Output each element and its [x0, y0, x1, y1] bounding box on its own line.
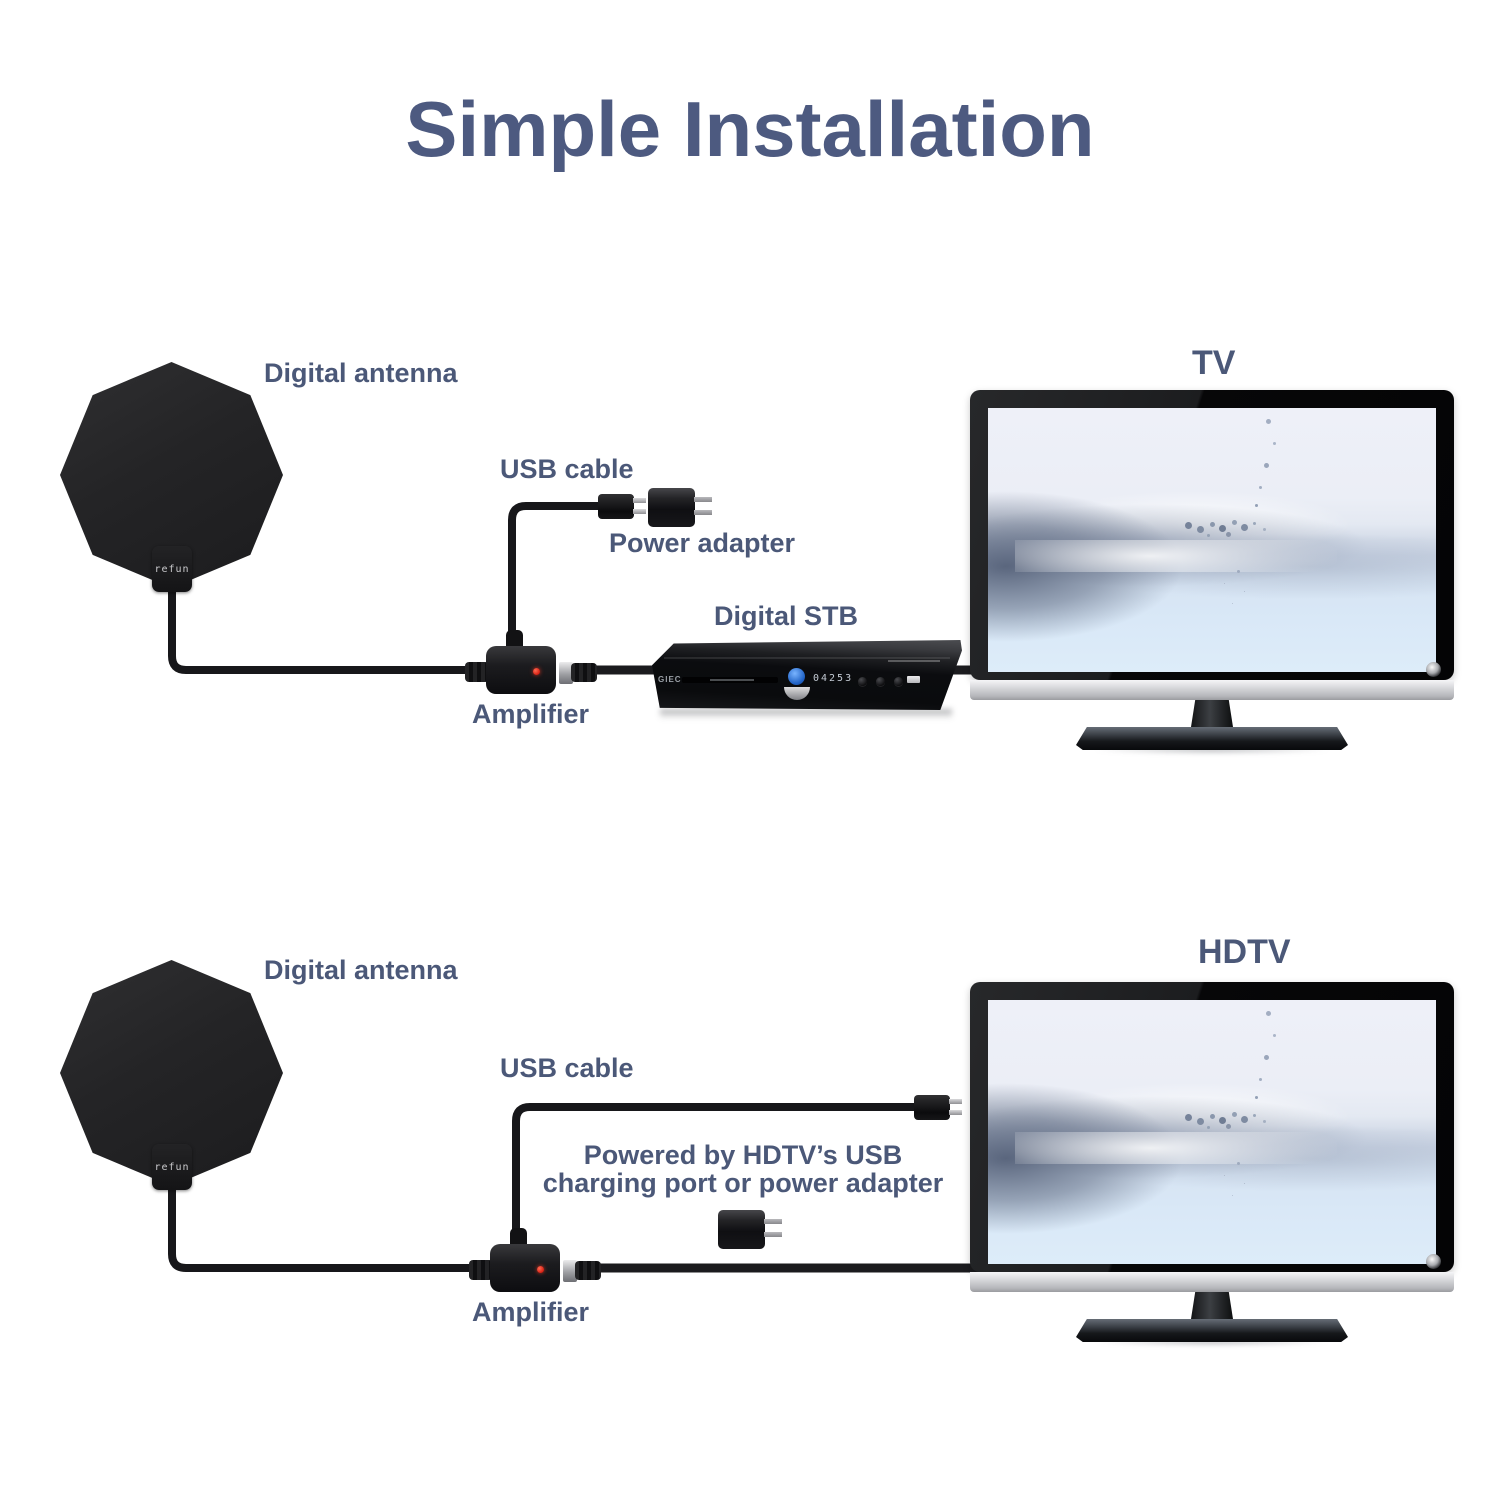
- usb-pin-icon: [949, 1110, 962, 1115]
- usb-pin-icon: [949, 1099, 962, 1104]
- amplifier-label-top: Amplifier: [472, 699, 590, 729]
- power-note: Powered by HDTV’s USB charging port or p…: [428, 1141, 1058, 1197]
- stb-button-icon: [876, 677, 885, 686]
- tv-stand-base: [1076, 1319, 1348, 1342]
- amp-connector-ring-icon: [559, 662, 573, 684]
- stb-reflection: [660, 709, 952, 719]
- tv-power-button-icon: [1426, 1254, 1441, 1269]
- digital-antenna-top: refun: [60, 360, 285, 594]
- amp-left-plug-icon: [469, 1260, 493, 1280]
- antenna-brand-tab: refun: [152, 546, 192, 592]
- antenna-label-bottom: Digital antenna: [264, 955, 458, 985]
- antenna-brand-tab: refun: [152, 1144, 192, 1190]
- amplifier-label-bottom: Amplifier: [472, 1297, 590, 1327]
- tv-top: [970, 390, 1454, 758]
- amp-right-plug-icon: [571, 663, 597, 682]
- hdtv-label: HDTV: [1198, 933, 1291, 971]
- usb-cable-top: [508, 502, 606, 656]
- usb-plug-body-icon: [914, 1095, 950, 1120]
- amp-connector-ring-icon: [563, 1260, 577, 1282]
- amp-body: [486, 646, 556, 694]
- tv-stand-base: [1076, 727, 1348, 750]
- tv-bezel: [970, 390, 1454, 680]
- antenna-cable-bottom: [168, 1186, 476, 1272]
- usb-plug-bottom: [914, 1095, 964, 1120]
- antenna-brand-text: refun: [154, 563, 190, 575]
- power-note-line1: Powered by HDTV’s USB: [583, 1140, 903, 1170]
- usb-cable-label-bottom: USB cable: [500, 1053, 634, 1083]
- amp-left-plug-icon: [465, 662, 489, 682]
- water-splash: [1185, 521, 1193, 529]
- stb-label: Digital STB: [714, 601, 859, 631]
- page-title: Simple Installation: [405, 85, 1095, 173]
- adapter-body-icon: [718, 1210, 765, 1249]
- stb-brand-text: GIEC: [658, 675, 682, 684]
- power-note-line2: charging port or power adapter: [542, 1168, 944, 1198]
- usb-plug-top: [598, 494, 648, 519]
- tv-bezel: [970, 982, 1454, 1272]
- tv-silver-strip: [970, 680, 1454, 700]
- adapter-prong-icon: [764, 1232, 782, 1237]
- power-adapter-label: Power adapter: [609, 528, 796, 558]
- amplifier-top: [465, 628, 600, 700]
- usb-plug-body-icon: [598, 494, 634, 519]
- tv-label: TV: [1192, 344, 1236, 382]
- antenna-brand-text: refun: [154, 1161, 190, 1173]
- power-adapter-top: [648, 488, 714, 527]
- stb-tray-print: [710, 679, 754, 681]
- antenna-label-top: Digital antenna: [264, 358, 458, 388]
- usb-pin-icon: [633, 498, 646, 503]
- tv-power-button-icon: [1426, 662, 1441, 677]
- stb-fineprint: [888, 660, 940, 662]
- water-droplets: [1265, 418, 1271, 424]
- tv-screen-water-image: [988, 408, 1436, 672]
- tv-stand-neck: [1191, 700, 1233, 727]
- adapter-body-icon: [648, 488, 695, 527]
- water-foam: [1014, 540, 1338, 572]
- amp-led-icon: [533, 668, 540, 675]
- tv-stand-neck: [1191, 1292, 1233, 1319]
- tv-silver-strip: [970, 1272, 1454, 1292]
- stb-button-icon: [858, 677, 867, 686]
- usb-cable-bottom: [512, 1103, 922, 1254]
- usb-cable-label-top: USB cable: [500, 454, 634, 484]
- tv-bottom: [970, 982, 1454, 1350]
- stb-usb-port-icon: [907, 676, 920, 683]
- water-foam: [1014, 1132, 1338, 1164]
- stb-chrome-arc: [784, 687, 810, 700]
- adapter-prong-icon: [694, 497, 712, 502]
- water-droplets: [1265, 1010, 1271, 1016]
- stb-button-icon: [894, 677, 903, 686]
- amp-body: [490, 1244, 560, 1292]
- tv-screen-water-image: [988, 1000, 1436, 1264]
- digital-antenna-bottom: refun: [60, 958, 285, 1192]
- amplifier-bottom: [469, 1226, 604, 1298]
- stb-display-readout: 04253: [813, 673, 854, 684]
- usb-pin-icon: [633, 509, 646, 514]
- adapter-prong-icon: [694, 510, 712, 515]
- adapter-prong-icon: [764, 1219, 782, 1224]
- stb-edge-highlight: [664, 657, 950, 659]
- amp-led-icon: [537, 1266, 544, 1273]
- bluray-logo-icon: [788, 668, 805, 685]
- water-splash: [1185, 1113, 1193, 1121]
- digital-stb-device: GIEC 04253: [652, 640, 962, 710]
- amp-right-plug-icon: [575, 1261, 601, 1280]
- antenna-cable-top: [168, 588, 472, 674]
- power-adapter-bottom: [718, 1210, 784, 1249]
